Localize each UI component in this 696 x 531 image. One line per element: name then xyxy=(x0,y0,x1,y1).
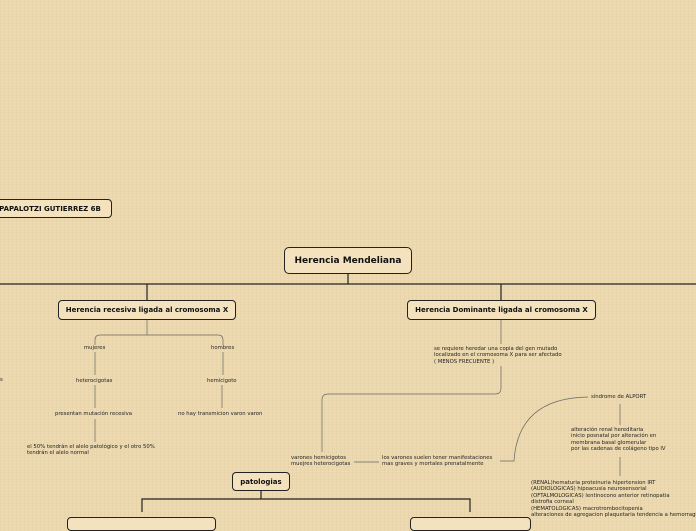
manifestaciones-text[interactable]: los varones suelen tener manifestaciones… xyxy=(382,455,493,468)
alelo-text[interactable]: el 50% tendrán el alelo patológico y el … xyxy=(27,444,155,457)
bottom-right-node[interactable] xyxy=(410,517,531,531)
dominante-node[interactable]: Herencia Dominante ligada al cromosoma X xyxy=(407,300,596,320)
requiere-copia-text[interactable]: se requiere heredar una copia del gen mu… xyxy=(434,346,562,365)
sindrome-alport-text[interactable]: síndrome de ALPORT xyxy=(591,394,647,400)
hombres-text[interactable]: hombres xyxy=(211,345,235,351)
patologias-node[interactable]: patologias xyxy=(232,472,290,491)
heterocigotas-text[interactable]: heterocigotas xyxy=(76,378,113,384)
main-topic-node[interactable]: Herencia Mendeliana xyxy=(284,247,412,274)
edge-fragment-text: s xyxy=(0,377,3,383)
no-transmision-text[interactable]: no hay transmicion varon varon xyxy=(178,411,263,417)
mujeres-text[interactable]: mujeres xyxy=(84,345,106,351)
alteracion-renal-text[interactable]: alteración renal hereditaria inicio posn… xyxy=(571,427,666,453)
connector-lines xyxy=(0,274,696,512)
bottom-left-node[interactable] xyxy=(67,517,216,531)
varones-hemicigotos-text[interactable]: varones hemicigotos muejres heterocigota… xyxy=(291,455,351,468)
student-name-node[interactable]: PAPALOTZI GUTIERREZ 6B xyxy=(0,199,112,218)
hemicigoto-text[interactable]: hemicigoto xyxy=(207,378,237,384)
mutacion-recesiva-text[interactable]: presentan mutación recesiva xyxy=(55,411,133,417)
manifestaciones-clinicas-text[interactable]: (RENAL)hematuria proteinuria hipertensio… xyxy=(531,480,696,519)
recesiva-node[interactable]: Herencia recesiva ligada al cromosoma X xyxy=(58,300,236,320)
